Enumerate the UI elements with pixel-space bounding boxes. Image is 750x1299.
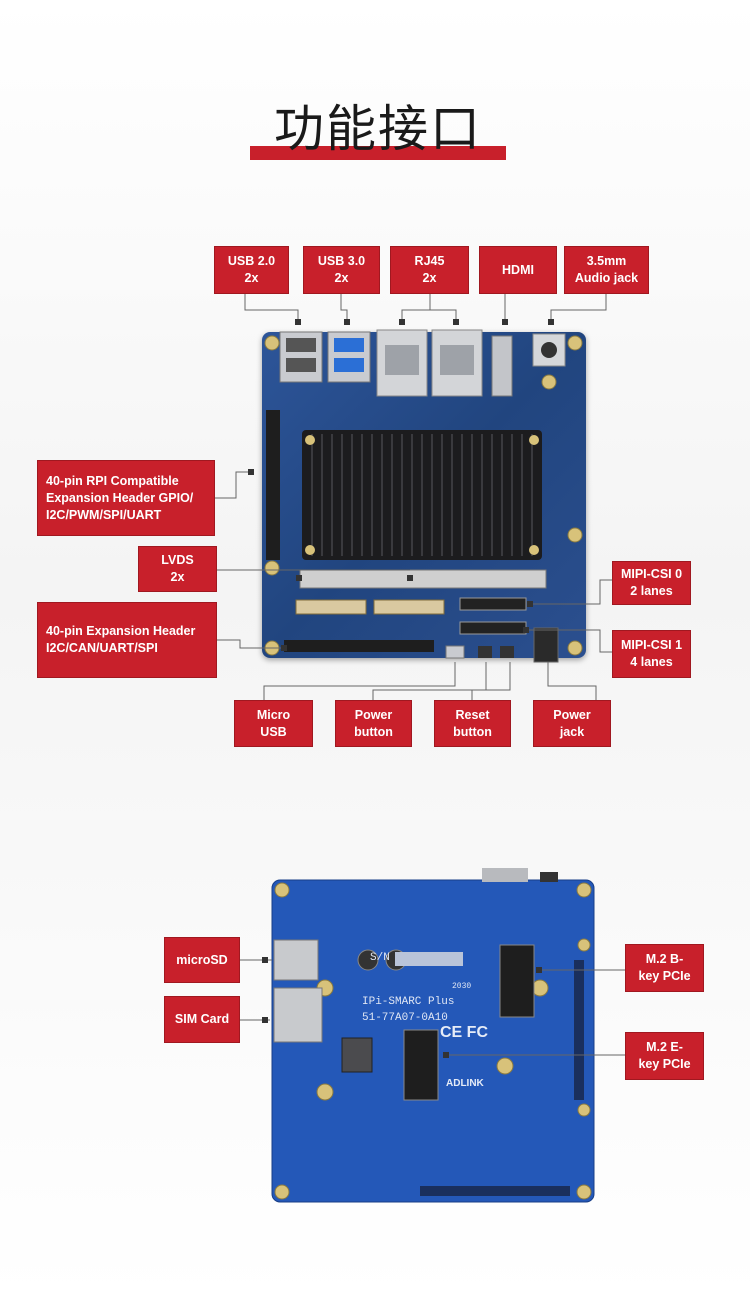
- bottom-board-details: [271, 868, 595, 1203]
- page-title: 功能接口: [274, 100, 482, 158]
- silkscreen-sn: S/N: [370, 952, 390, 964]
- callout-power-jack: Power jack: [533, 700, 611, 747]
- reset-button: [500, 646, 514, 658]
- microsd-slot: [273, 939, 319, 981]
- callout-mipi-csi0: MIPI-CSI 0 2 lanes: [612, 561, 691, 605]
- top-leader-dots: [248, 319, 554, 651]
- mipi-csi1-connector: [459, 621, 527, 635]
- hdmi-port: [491, 335, 513, 397]
- callout-audio-jack: 3.5mm Audio jack: [564, 246, 649, 294]
- callout-sim-card: SIM Card: [164, 996, 240, 1043]
- callout-reset-button: Reset button: [434, 700, 511, 747]
- top-leader-lines: [215, 294, 612, 700]
- memory-slot: [299, 569, 547, 589]
- m2-ekey-slot: [403, 1029, 439, 1101]
- callout-lvds: LVDS 2x: [138, 546, 217, 592]
- micro-usb-port: [445, 645, 465, 659]
- mount-hole: [567, 527, 583, 543]
- power-jack: [533, 627, 559, 663]
- lvds-connector-1: [295, 599, 367, 615]
- top-board-details: [264, 329, 583, 663]
- callout-m2-bkey: M.2 B- key PCIe: [625, 944, 704, 992]
- silkscreen-part: 51-77A07-0A10: [362, 1012, 448, 1024]
- silkscreen-brand: ADLINK: [446, 1078, 484, 1089]
- mount-hole: [264, 560, 280, 576]
- mipi-csi0-connector: [459, 597, 527, 611]
- sim-slot: [273, 987, 323, 1043]
- mount-hole: [567, 335, 583, 351]
- expansion-header: [284, 640, 434, 652]
- power-button: [478, 646, 492, 658]
- callout-mipi-csi1: MIPI-CSI 1 4 lanes: [612, 630, 691, 678]
- callout-microsd: microSD: [164, 937, 240, 983]
- callout-micro-usb: Micro USB: [234, 700, 313, 747]
- callout-m2-ekey: M.2 E- key PCIe: [625, 1032, 704, 1080]
- m2-bkey-slot: [499, 944, 535, 1018]
- gpio-header: [266, 410, 280, 560]
- callout-hdmi: HDMI: [479, 246, 557, 294]
- callout-usb2: USB 2.0 2x: [214, 246, 289, 294]
- silkscreen-model: IPi-SMARC Plus: [362, 996, 455, 1008]
- lvds-connector-2: [373, 599, 445, 615]
- bottom-leader-dots: [262, 957, 542, 1058]
- callout-power-button: Power button: [335, 700, 412, 747]
- callout-gpio-header: 40-pin RPI Compatible Expansion Header G…: [37, 460, 215, 536]
- silkscreen-ce-fc: CE FC: [440, 1024, 488, 1041]
- mount-hole: [264, 335, 280, 351]
- callout-rj45: RJ45 2x: [390, 246, 469, 294]
- callout-usb3: USB 3.0 2x: [303, 246, 380, 294]
- callout-expansion-header: 40-pin Expansion Header I2C/CAN/UART/SPI: [37, 602, 217, 678]
- title-underline-bar: [250, 146, 506, 160]
- mount-hole: [567, 640, 583, 656]
- silkscreen-year: 2030: [452, 982, 472, 991]
